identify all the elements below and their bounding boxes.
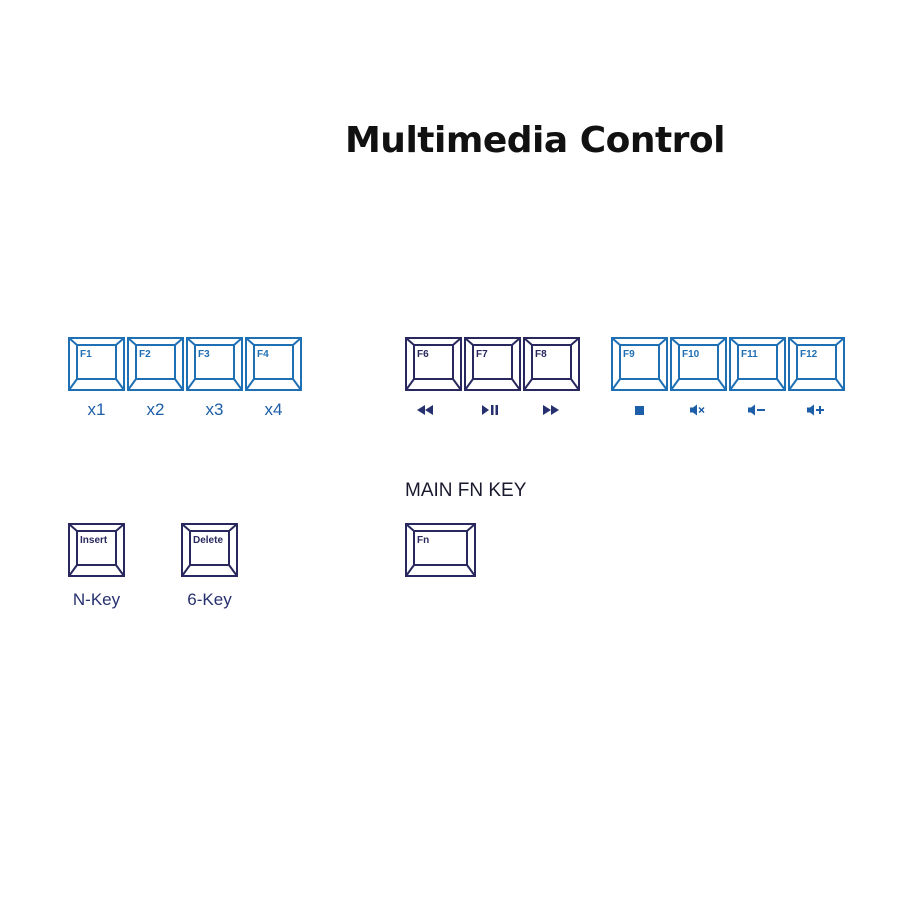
key-f12: F12	[788, 337, 845, 391]
key-f10: F10	[670, 337, 727, 391]
play-pause-icon	[464, 403, 520, 417]
key-f4: F4	[245, 337, 302, 391]
key-f7: F7	[464, 337, 521, 391]
keycap-label: Insert	[80, 535, 108, 546]
key-f11: F11	[729, 337, 786, 391]
keycap-outline	[181, 523, 238, 577]
key-caption: N-Key	[72, 590, 121, 609]
rewind-icon	[405, 403, 461, 417]
key-f9: F9	[611, 337, 668, 391]
keycap-outline	[405, 523, 476, 577]
key-f3: F3	[186, 337, 243, 391]
key-caption: 6-Key	[187, 590, 232, 609]
key-f8: F8	[523, 337, 580, 391]
key-fn: Fn	[405, 523, 476, 577]
keycap-outline	[670, 337, 727, 391]
page-title: Multimedia Control	[344, 120, 726, 161]
keycap-label: F8	[535, 349, 547, 360]
mute-icon	[670, 403, 726, 417]
keycap-outline	[788, 337, 845, 391]
key-caption: x4	[264, 400, 283, 419]
key-insert: Insert	[68, 523, 125, 577]
key-caption: x1	[87, 400, 106, 419]
key-caption: x3	[205, 400, 224, 419]
keycap-outline	[68, 337, 125, 391]
key-delete: Delete	[181, 523, 238, 577]
keycap-label: F4	[257, 349, 269, 360]
stop-icon	[611, 403, 667, 417]
keycap-outline	[127, 337, 184, 391]
keycap-label: F1	[80, 349, 92, 360]
keycap-outline	[186, 337, 243, 391]
keycap-label: F10	[682, 349, 700, 360]
keycap-outline	[245, 337, 302, 391]
keycap-outline	[68, 523, 125, 577]
keycap-label: F6	[417, 349, 429, 360]
keycap-outline	[611, 337, 668, 391]
keycap-label: Delete	[193, 535, 224, 546]
keycap-label: F9	[623, 349, 635, 360]
keycap-label: F12	[800, 349, 818, 360]
key-f2: F2	[127, 337, 184, 391]
key-caption: x2	[146, 400, 165, 419]
keycap-label: F11	[741, 349, 758, 360]
keycap-label: F2	[139, 349, 151, 360]
main-fn-label: MAIN FN KEY	[405, 480, 527, 501]
volume-down-icon	[729, 403, 785, 417]
keycap-outline	[523, 337, 580, 391]
keycap-outline	[729, 337, 786, 391]
keycap-label: Fn	[417, 535, 430, 546]
key-f1: F1	[68, 337, 125, 391]
keycap-label: F3	[198, 349, 210, 360]
keycap-label: F7	[476, 349, 488, 360]
fast-forward-icon	[523, 403, 579, 417]
keycap-outline	[405, 337, 462, 391]
volume-up-icon	[788, 403, 844, 417]
key-f6: F6	[405, 337, 462, 391]
keycap-outline	[464, 337, 521, 391]
